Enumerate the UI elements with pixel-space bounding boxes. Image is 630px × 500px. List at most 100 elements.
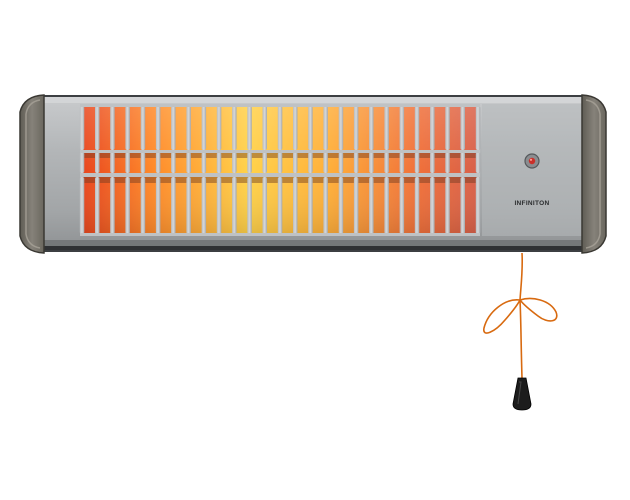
grille-slat — [262, 177, 267, 234]
grille-slat — [369, 106, 374, 150]
grille-slat — [201, 106, 207, 150]
grille-slat — [79, 106, 85, 150]
cord-string-lower — [519, 299, 523, 379]
grille-slat — [140, 106, 146, 150]
right-end-cap — [581, 94, 607, 254]
grille-slat — [125, 106, 130, 150]
grille-slat — [201, 177, 207, 234]
grille-bar — [80, 233, 480, 236]
control-panel: INFINITON — [482, 104, 582, 236]
grille-slat — [216, 177, 222, 234]
grille-slat — [232, 152, 237, 173]
grille-slat — [475, 106, 481, 150]
grille-slat — [384, 106, 389, 150]
grille-slat — [399, 106, 405, 150]
grille-slat — [277, 152, 283, 173]
grille-bar — [80, 173, 480, 177]
grille-slat — [323, 177, 328, 234]
grille-slat — [460, 106, 465, 150]
grille-slat — [110, 106, 115, 150]
grille-slat — [430, 152, 435, 173]
pull-cord[interactable] — [483, 252, 558, 411]
grille-slat — [384, 152, 389, 173]
grille-slat — [95, 177, 100, 234]
grille-slat — [186, 106, 191, 150]
grille-slat — [414, 106, 420, 150]
grille-slat — [460, 177, 465, 234]
grille-slat — [79, 177, 85, 234]
grille-slat — [125, 177, 130, 234]
grille-slat — [140, 152, 146, 173]
grille-slat — [277, 106, 283, 150]
grille-slat — [125, 152, 130, 173]
grille-slat — [262, 106, 267, 150]
grille-slat — [414, 152, 420, 173]
grille-slat — [293, 152, 298, 173]
cord-loop-left — [483, 299, 521, 334]
grille-slat — [171, 177, 176, 234]
grille-slat — [186, 177, 191, 234]
grille-slat — [232, 177, 237, 234]
grille-slat — [308, 106, 313, 150]
grille-slat — [171, 106, 176, 150]
grille-slat — [247, 106, 252, 150]
grille-slat — [445, 152, 450, 173]
grille-slat — [262, 152, 267, 173]
grille-slat — [369, 152, 374, 173]
cord-string — [519, 252, 524, 301]
grille-slat — [475, 152, 481, 173]
grille-slat — [247, 177, 252, 234]
grille-slat — [399, 177, 405, 234]
grille-slat — [201, 152, 207, 173]
grille-slat — [293, 106, 298, 150]
grille-slat — [353, 177, 359, 234]
grille-slat — [216, 152, 222, 173]
grille-slat — [323, 152, 328, 173]
grille-slat — [140, 177, 146, 234]
grille-slat — [110, 152, 115, 173]
left-end-cap — [19, 94, 45, 254]
heater-top-rim — [36, 97, 590, 103]
grille-slat — [323, 106, 328, 150]
grille-slat — [369, 177, 374, 234]
grille-slat — [353, 106, 359, 150]
grille-slat — [110, 177, 115, 234]
grille-slat — [216, 106, 222, 150]
grille-slat — [155, 106, 161, 150]
grille-slat — [338, 106, 344, 150]
grille-slat — [155, 177, 161, 234]
grille-bar — [80, 150, 480, 153]
grille-slat — [277, 177, 283, 234]
grille-bar — [80, 104, 480, 107]
pull-handle-icon[interactable] — [512, 377, 532, 411]
grille-slat — [475, 177, 481, 234]
grille-slat — [338, 177, 344, 234]
grille-slat — [95, 152, 100, 173]
grille-slat — [308, 152, 313, 173]
grille-slat — [399, 152, 405, 173]
grille-slat — [445, 106, 450, 150]
brand-label: INFINITON — [514, 200, 549, 207]
grille-slat — [247, 152, 252, 173]
grille-slat — [384, 177, 389, 234]
grille-slat — [338, 152, 344, 173]
grille-slat — [414, 177, 420, 234]
heater-bottom-rim — [36, 240, 590, 250]
grille-slat — [460, 152, 465, 173]
grille-slat — [293, 177, 298, 234]
grille-slat — [308, 177, 313, 234]
grille-slat — [445, 177, 450, 234]
grille-slat — [430, 177, 435, 234]
grille-slat — [232, 106, 237, 150]
grille-slat — [430, 106, 435, 150]
grille-slat — [95, 106, 100, 150]
grille-slat — [171, 152, 176, 173]
grille-slat — [186, 152, 191, 173]
cord-loop-right — [519, 297, 558, 322]
protective-grille — [79, 104, 481, 236]
heater-bottom-frame — [44, 246, 582, 250]
grille-slat — [353, 152, 359, 173]
grille-slat — [79, 152, 85, 173]
grille-slat — [155, 152, 161, 173]
